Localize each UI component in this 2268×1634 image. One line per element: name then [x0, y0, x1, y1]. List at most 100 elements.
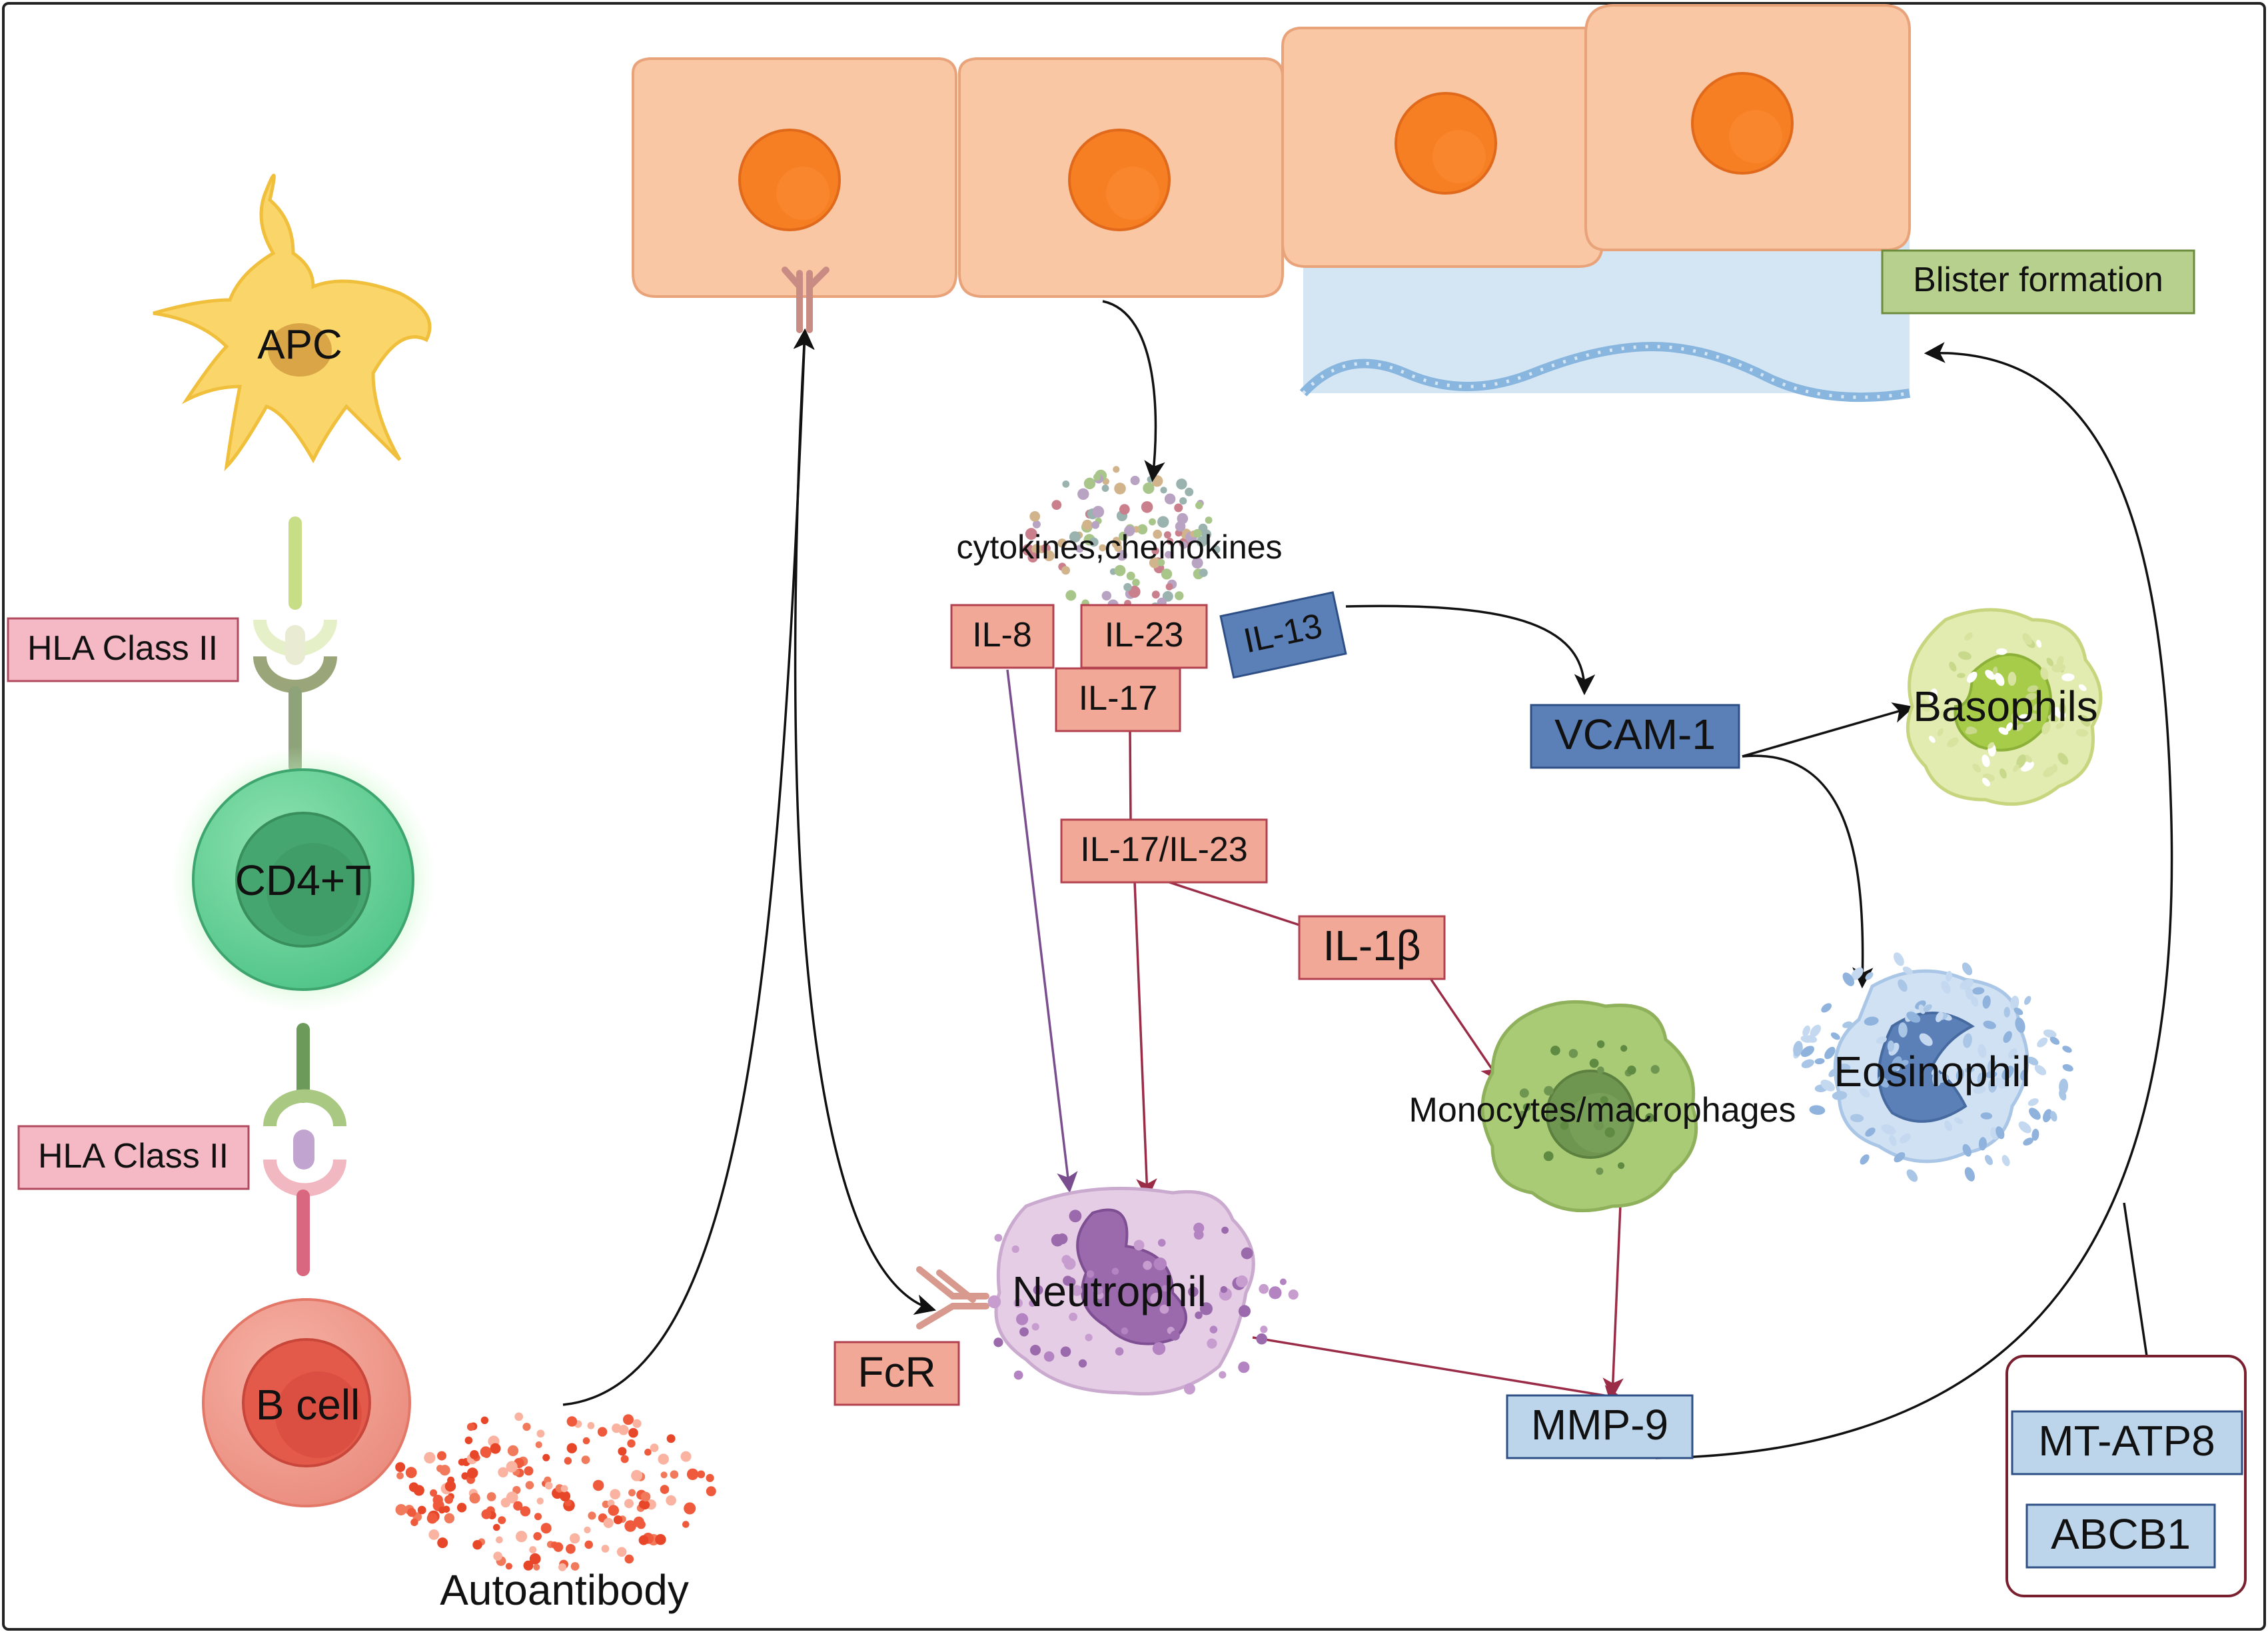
particle [628, 1489, 636, 1497]
particle [1060, 1346, 1071, 1357]
svg-text:HLA Class II: HLA Class II [27, 629, 218, 668]
neutrophil-cell: Neutrophil [987, 1186, 1299, 1396]
particle [1898, 1022, 1908, 1038]
particle [570, 1562, 580, 1571]
particle [1898, 979, 1908, 992]
particle [1029, 511, 1041, 522]
particle [597, 1427, 608, 1437]
particle [994, 1233, 1003, 1242]
particle [2016, 754, 2026, 768]
particle [461, 1472, 469, 1480]
particle [1998, 1082, 2009, 1089]
particle [1604, 1127, 1615, 1138]
particle [493, 1523, 500, 1531]
apc-cell: APC [153, 173, 432, 472]
particle [1936, 1012, 1944, 1022]
cd4t-label: CD4+T [235, 856, 372, 904]
particle [624, 1499, 634, 1509]
bcell-label: B cell [256, 1381, 360, 1429]
particle [1947, 737, 1959, 748]
svg-text:MMP-9: MMP-9 [1531, 1401, 1668, 1449]
particle [2026, 713, 2038, 720]
blister-formation-label: Blister formation [1881, 249, 2195, 315]
particle [1183, 1383, 1195, 1395]
particle [1114, 564, 1126, 576]
particle [1219, 1371, 1227, 1379]
particle [1062, 480, 1070, 488]
keratinocyte-1 [632, 57, 957, 298]
particle [1029, 1299, 1036, 1307]
eosinophil-label: Eosinophil [1834, 1048, 2030, 1096]
il8-box: IL-8 [950, 604, 1055, 669]
particle [1151, 590, 1160, 599]
particle [1101, 590, 1112, 601]
particle [686, 1468, 699, 1480]
particle [566, 1543, 576, 1554]
svg-text:IL-17/IL-23: IL-17/IL-23 [1080, 830, 1248, 869]
particle [2036, 639, 2042, 648]
particle [1958, 651, 1972, 660]
particle [1859, 1088, 1870, 1098]
particle [1161, 568, 1173, 580]
particle [1093, 1284, 1103, 1295]
particle [1193, 1229, 1204, 1240]
particle [1159, 1304, 1169, 1314]
particle [1141, 501, 1153, 513]
particle [1832, 1091, 1848, 1100]
particle [1966, 671, 1978, 683]
particle [513, 1501, 523, 1511]
particle [1937, 728, 1944, 736]
particle [1946, 970, 1952, 982]
autoantibody-label: Autoantibody [440, 1566, 689, 1614]
particle [2015, 724, 2023, 732]
particle [2050, 1111, 2057, 1122]
particle [1193, 528, 1202, 538]
particle [706, 1486, 716, 1497]
particle [2043, 1109, 2052, 1123]
particle [1900, 1133, 1911, 1144]
particle [1071, 1285, 1083, 1296]
particle [1114, 482, 1126, 494]
particle [1519, 1088, 1529, 1098]
particle [1957, 672, 1966, 678]
particle [623, 1414, 634, 1425]
particle [1543, 1151, 1554, 1162]
particle [1027, 552, 1038, 563]
particle [2047, 714, 2059, 722]
particle [1161, 1285, 1169, 1292]
particle [1092, 506, 1105, 518]
particle [1865, 972, 1874, 980]
particle [2049, 1036, 2060, 1045]
line-il17il23-to-il1b [1167, 880, 1300, 926]
particle [670, 1470, 679, 1479]
particle [407, 1507, 416, 1517]
particle [516, 1531, 528, 1543]
particle [1850, 1114, 1864, 1122]
particle [1153, 1257, 1167, 1271]
il23-box: IL-23 [1080, 604, 1208, 669]
arrow-il13-to-vcam1 [1345, 604, 1596, 696]
particle [1241, 1247, 1253, 1259]
particle [1195, 501, 1203, 510]
particle [1994, 672, 2005, 686]
particle [2059, 1078, 2069, 1094]
particle [1956, 1068, 1964, 1082]
particle [1065, 590, 1077, 601]
particle [2013, 1007, 2023, 1016]
particle [993, 1337, 1003, 1347]
particle [2023, 996, 2031, 1005]
particle [1093, 473, 1101, 481]
particle [560, 1485, 568, 1493]
particle [1983, 1020, 1996, 1030]
particle [2003, 1007, 2011, 1018]
particle [469, 1493, 480, 1504]
particle [1075, 544, 1084, 553]
particle [1083, 477, 1096, 490]
particle [1019, 1327, 1029, 1337]
arrow-vcam1-to-eosinophil [1742, 754, 1874, 989]
particle [2007, 672, 2017, 686]
particle [1201, 529, 1212, 540]
particle [480, 1446, 492, 1458]
particle [592, 1479, 604, 1491]
